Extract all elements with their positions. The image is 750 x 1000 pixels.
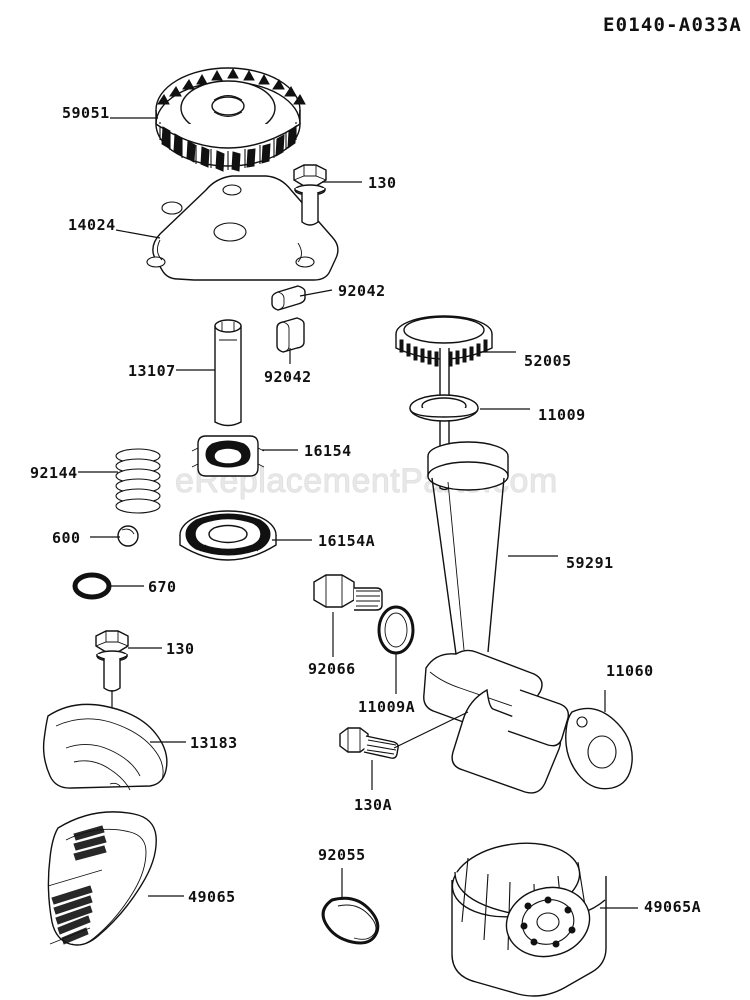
- callout-670: 670: [148, 578, 177, 596]
- part-pin-dowel-upper: [271, 285, 333, 311]
- diagram-number: E0140-A033A: [602, 14, 742, 36]
- callout-49065: 49065: [188, 888, 236, 906]
- part-o-ring-filter: [321, 868, 380, 945]
- part-rotor-inner: [179, 510, 312, 561]
- callout-11009A: 11009A: [358, 698, 416, 716]
- part-gasket-dipstick: [409, 394, 530, 422]
- part-rotor-outer: [191, 435, 298, 477]
- callout-49065A: 49065A: [644, 898, 702, 916]
- callout-600: 600: [52, 529, 81, 547]
- callout-11009: 11009: [538, 406, 586, 424]
- part-pipe-oil-assembly: [423, 441, 570, 794]
- part-o-ring-small: [72, 572, 144, 600]
- callout-59051: 59051: [62, 104, 110, 122]
- part-cover-pump: [115, 175, 339, 281]
- part-filter-oil-cartridge: [451, 842, 638, 997]
- part-filter-oil-screen: [47, 811, 184, 946]
- part-bolt-flanged-lower: [95, 630, 162, 784]
- part-plate-baffle: [42, 703, 186, 791]
- part-shaft-pump: [176, 319, 242, 427]
- callout-13107: 13107: [128, 362, 176, 380]
- part-pin-dowel-lower: [276, 317, 305, 364]
- callout-130A: 130A: [354, 796, 393, 814]
- part-gasket-filter-mount: [565, 690, 633, 790]
- callout-92055: 92055: [318, 846, 366, 864]
- callout-130-lower: 130: [166, 640, 195, 658]
- callout-130-upper: 130: [368, 174, 397, 192]
- part-plug-drain: [313, 574, 383, 657]
- callout-92066: 92066: [308, 660, 356, 678]
- callout-14024: 14024: [68, 216, 116, 234]
- callout-13183: 13183: [190, 734, 238, 752]
- callout-59291: 59291: [566, 554, 614, 572]
- part-gasket-plug: [377, 605, 415, 694]
- callout-52005: 52005: [524, 352, 572, 370]
- part-ball-steel: [90, 525, 139, 547]
- part-spring-relief: [78, 448, 161, 514]
- callout-92042-upper: 92042: [338, 282, 386, 300]
- part-bolt-flanged-pipe: [339, 711, 469, 790]
- callout-92042-lower: 92042: [264, 368, 312, 386]
- callout-16154A: 16154A: [318, 532, 376, 550]
- part-bolt-flanged-upper: [293, 164, 362, 226]
- part-gear-oil-pump: [110, 67, 306, 172]
- callout-16154: 16154: [304, 442, 352, 460]
- callout-92144: 92144: [30, 464, 78, 482]
- callout-11060: 11060: [606, 662, 654, 680]
